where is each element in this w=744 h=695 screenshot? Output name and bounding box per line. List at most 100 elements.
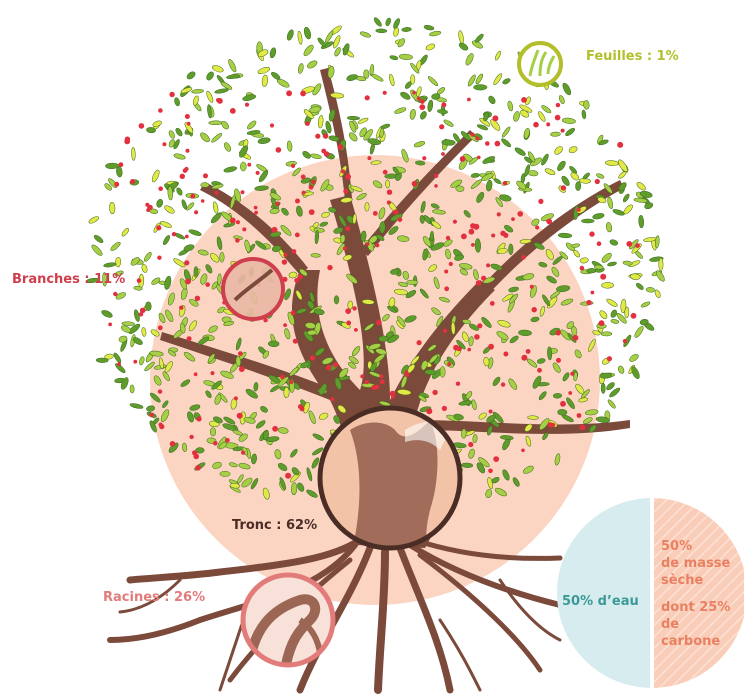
leaf — [592, 212, 604, 219]
leaf — [348, 131, 359, 142]
leaf — [145, 302, 152, 311]
leaf — [303, 26, 312, 39]
berry — [597, 241, 602, 246]
berry — [235, 238, 240, 243]
leaf — [502, 77, 511, 85]
branches-callout — [223, 259, 283, 319]
leaf — [388, 74, 395, 87]
berry — [422, 156, 426, 160]
berry — [179, 306, 183, 310]
berry — [460, 156, 466, 162]
berry — [444, 270, 448, 274]
leaf — [131, 147, 135, 160]
leaf — [474, 85, 488, 91]
berry — [186, 149, 190, 153]
berry — [108, 323, 112, 327]
berry — [532, 307, 537, 312]
berry — [282, 259, 287, 264]
berry — [295, 233, 300, 238]
berry — [467, 348, 471, 352]
leaf — [199, 131, 211, 143]
leaf — [201, 182, 210, 187]
leaf — [583, 100, 589, 109]
berry — [511, 217, 515, 221]
berry — [292, 249, 297, 254]
berry — [310, 355, 315, 360]
leaf — [437, 109, 448, 114]
leaf — [606, 298, 619, 308]
leaf — [560, 175, 571, 187]
berry — [298, 274, 303, 279]
leaf — [443, 119, 454, 128]
berry — [474, 334, 480, 340]
leaf — [628, 353, 639, 363]
berry — [500, 231, 505, 236]
leaf — [399, 91, 411, 101]
berry — [457, 346, 462, 351]
berry — [158, 108, 163, 113]
dry-mass-line-3: sèche — [661, 572, 744, 589]
leaf — [461, 429, 466, 439]
berry — [468, 442, 473, 447]
leaf — [572, 249, 580, 258]
leaf — [601, 383, 605, 393]
berry — [595, 179, 600, 184]
berry — [338, 144, 344, 150]
berry — [373, 211, 378, 216]
berry — [201, 199, 205, 203]
leaf — [121, 227, 130, 237]
berry — [376, 320, 382, 326]
leaf — [553, 145, 564, 156]
leaf — [518, 330, 531, 336]
berry — [197, 416, 202, 421]
leaf — [258, 137, 271, 145]
berry — [561, 185, 566, 190]
berry — [283, 253, 287, 257]
leaf — [205, 71, 215, 82]
leaf — [636, 181, 647, 192]
berry — [189, 435, 193, 439]
leaf — [558, 95, 566, 105]
leaf — [561, 82, 572, 96]
berry — [140, 308, 146, 314]
berry — [555, 115, 561, 121]
berry — [546, 219, 552, 225]
leaf — [90, 243, 103, 257]
berry — [300, 406, 305, 411]
leaf — [633, 325, 645, 339]
leaf — [174, 127, 183, 137]
berry — [124, 139, 130, 145]
berry — [194, 210, 198, 214]
berry — [272, 227, 278, 233]
dry-mass-line-1: 50% — [661, 538, 744, 555]
leaf — [471, 173, 480, 178]
berry — [493, 456, 499, 462]
leaf — [537, 111, 546, 123]
berry — [573, 335, 579, 341]
leaf — [191, 89, 203, 94]
leaf — [461, 463, 473, 468]
berry — [568, 391, 572, 395]
berry — [326, 365, 332, 371]
leaf — [214, 88, 228, 94]
berry — [241, 451, 245, 455]
leaf — [175, 187, 183, 196]
berry — [300, 91, 306, 97]
leaf — [212, 201, 219, 213]
berry — [184, 260, 189, 265]
berry — [577, 413, 582, 418]
leaf — [394, 106, 407, 114]
berry — [286, 90, 292, 96]
berry — [577, 208, 581, 212]
leaf — [512, 111, 520, 122]
leaf — [130, 256, 141, 267]
leaf — [284, 387, 290, 398]
berry — [354, 328, 358, 332]
leaf — [487, 95, 496, 105]
berry — [456, 382, 460, 386]
berry — [170, 441, 176, 447]
berry — [441, 152, 445, 156]
berry — [275, 202, 279, 206]
berry — [180, 174, 185, 179]
berry — [341, 169, 345, 173]
